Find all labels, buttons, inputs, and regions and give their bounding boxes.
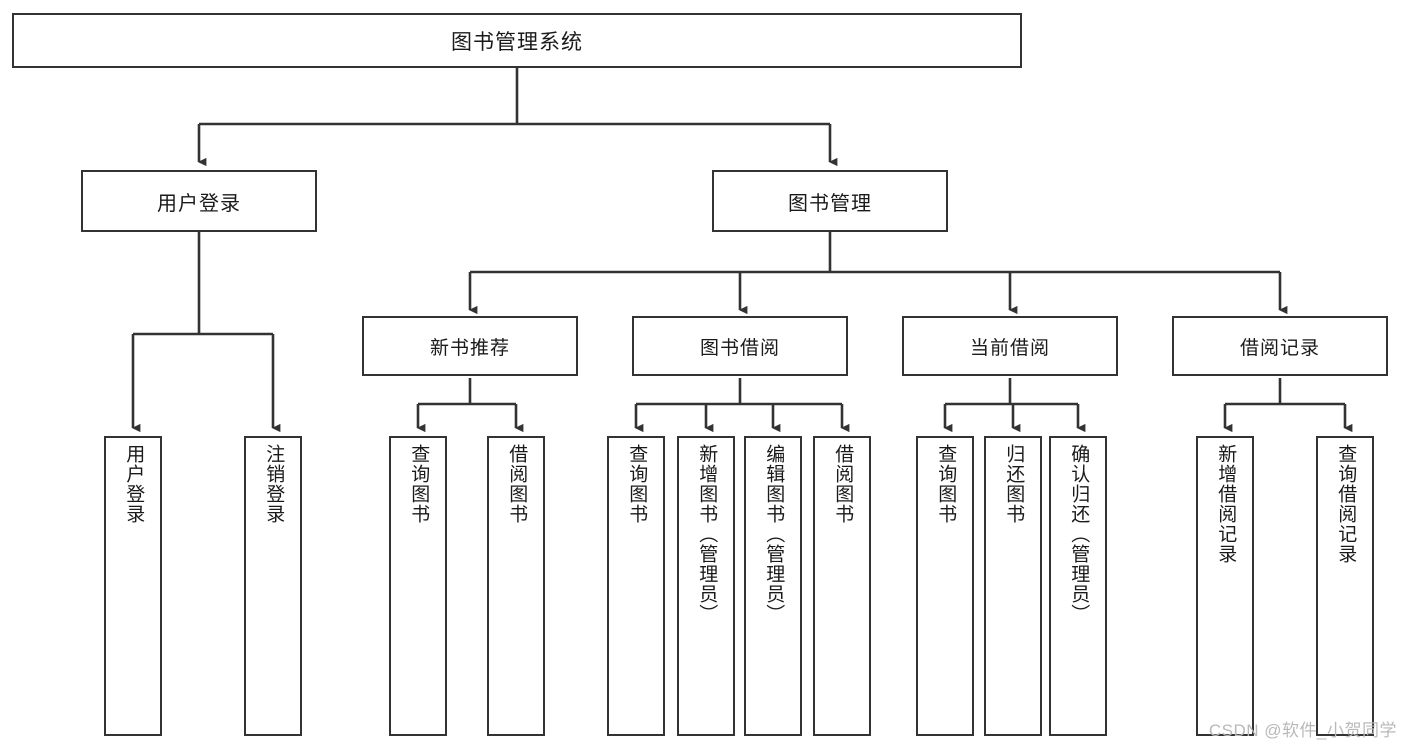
- leaf-edit-book-admin[interactable]: 编辑图书（管理员）: [744, 436, 802, 736]
- node-user-login[interactable]: 用户登录: [81, 170, 317, 232]
- node-borrow-record[interactable]: 借阅记录: [1172, 316, 1388, 376]
- node-label: 查询图书: [935, 444, 957, 524]
- node-label: 新增借阅记录: [1215, 444, 1237, 564]
- node-label: 图书管理: [788, 192, 872, 215]
- leaf-query-book-current[interactable]: 查询图书: [916, 436, 974, 736]
- node-label: 归还图书: [1003, 444, 1025, 524]
- node-new-book-recommend[interactable]: 新书推荐: [362, 316, 578, 376]
- node-label: 用户登录: [157, 192, 241, 215]
- node-label: 注销登录: [263, 444, 285, 524]
- leaf-borrow-book-recommend[interactable]: 借阅图书: [487, 436, 545, 736]
- node-label: 查询图书: [408, 444, 430, 524]
- node-label: 借阅图书: [832, 444, 854, 524]
- leaf-query-borrow-record[interactable]: 查询借阅记录: [1316, 436, 1374, 736]
- node-label: 新增图书（管理员）: [696, 444, 718, 624]
- leaf-logout-login[interactable]: 注销登录: [244, 436, 302, 736]
- leaf-user-login[interactable]: 用户登录: [104, 436, 162, 736]
- leaf-borrow-book[interactable]: 借阅图书: [813, 436, 871, 736]
- leaf-add-book-admin[interactable]: 新增图书（管理员）: [677, 436, 735, 736]
- node-label: 编辑图书（管理员）: [763, 444, 785, 624]
- node-label: 借阅记录: [1239, 337, 1320, 359]
- leaf-confirm-return-admin[interactable]: 确认归还（管理员）: [1049, 436, 1107, 736]
- leaf-query-book-recommend[interactable]: 查询图书: [389, 436, 447, 736]
- node-label: 当前借阅: [969, 337, 1050, 359]
- leaf-add-borrow-record[interactable]: 新增借阅记录: [1196, 436, 1254, 736]
- leaf-return-book[interactable]: 归还图书: [984, 436, 1042, 736]
- node-root-system[interactable]: 图书管理系统: [12, 13, 1022, 68]
- node-label: 确认归还（管理员）: [1068, 444, 1090, 624]
- node-label: 借阅图书: [506, 444, 528, 524]
- node-label: 图书借阅: [699, 337, 780, 359]
- node-label: 用户登录: [123, 444, 145, 524]
- node-label: 查询借阅记录: [1335, 444, 1357, 564]
- node-book-management[interactable]: 图书管理: [712, 170, 948, 232]
- leaf-query-book-borrow[interactable]: 查询图书: [607, 436, 665, 736]
- node-label: 查询图书: [626, 444, 648, 524]
- node-label: 图书管理系统: [451, 30, 583, 54]
- node-current-borrow[interactable]: 当前借阅: [902, 316, 1118, 376]
- node-label: 新书推荐: [429, 337, 510, 359]
- node-book-borrow[interactable]: 图书借阅: [632, 316, 848, 376]
